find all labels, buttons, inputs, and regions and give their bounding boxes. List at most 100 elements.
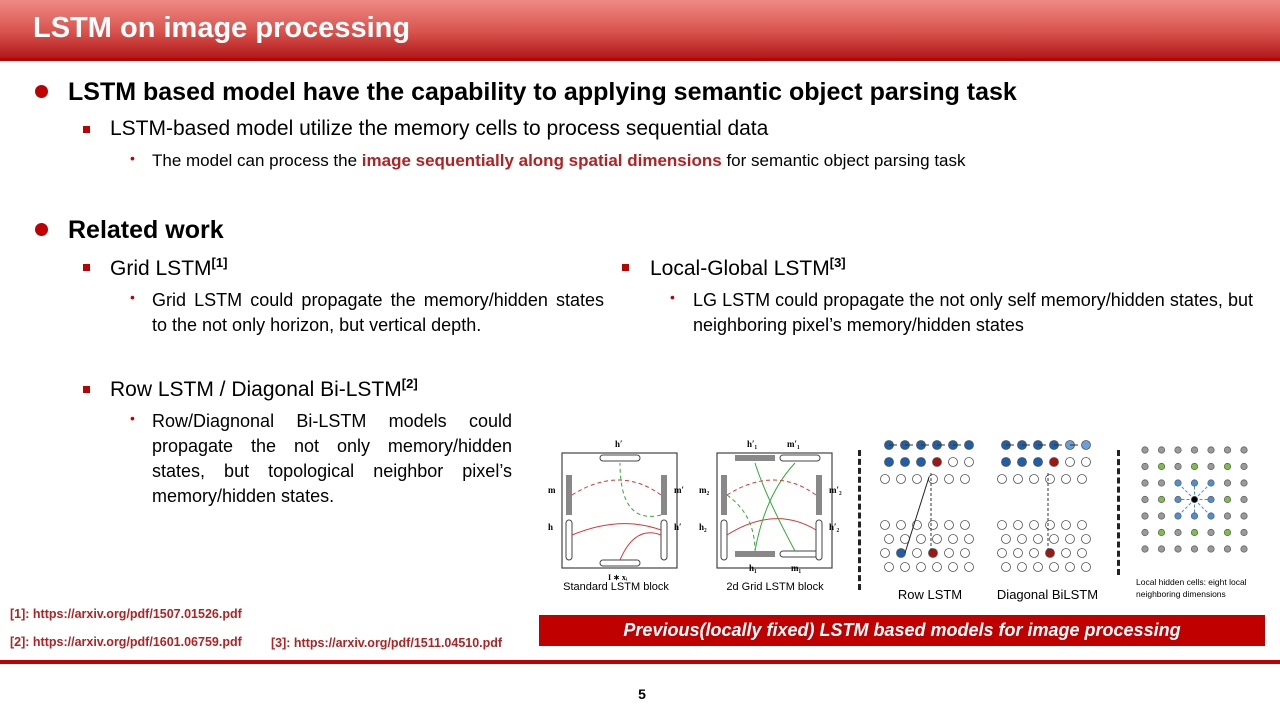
- local-hidden-cell: [1240, 462, 1248, 471]
- local-hidden-cell: [1157, 512, 1166, 520]
- label-m1-prime: m′₁: [787, 439, 800, 449]
- pixel-node: [912, 474, 922, 484]
- grid-lstm-description: Grid LSTM could propagate the memory/hid…: [152, 290, 604, 335]
- bullet-small-dot-icon: •: [130, 289, 135, 305]
- slide-title: LSTM on image processing: [33, 12, 411, 44]
- bullet-square-icon: [83, 126, 90, 133]
- neighbor-link: [1177, 499, 1195, 517]
- pixel-node: [1033, 534, 1043, 544]
- pixel-node: [1033, 457, 1043, 467]
- section2-heading: Related work: [68, 216, 224, 244]
- pixel-node: [960, 520, 970, 530]
- pixel-node: [916, 534, 926, 544]
- local-hidden-cell: [1223, 446, 1232, 454]
- local-hidden-cell: [1157, 479, 1166, 487]
- local-hidden-cell: [1190, 479, 1199, 487]
- standard-memory-right: [661, 475, 667, 515]
- grid-vertical-flow: [754, 462, 796, 552]
- pixel-node: [944, 520, 954, 530]
- local-hidden-cell: [1207, 462, 1215, 471]
- local-hidden-cell: [1207, 446, 1215, 454]
- local-hidden-cell: [1207, 495, 1215, 504]
- pixel-node: [960, 474, 970, 484]
- pixel-node: [896, 520, 906, 530]
- bullet-dot-icon: [35, 223, 48, 236]
- standard-block-frame: [561, 452, 678, 569]
- pixel-node: [1049, 562, 1059, 572]
- pixel-node: [1061, 548, 1071, 558]
- grid-vertical-flow-2: [754, 462, 796, 552]
- local-hidden-cell: [1190, 545, 1199, 553]
- local-hidden-cell: [1223, 479, 1232, 487]
- title-bar: [0, 0, 1280, 58]
- pixel-node: [1029, 474, 1039, 484]
- pixel-node: [997, 520, 1007, 530]
- row-lstm-top-grid: [880, 440, 974, 484]
- grid-block-frame: [716, 452, 833, 569]
- label-m2-prime: m′₂: [829, 485, 842, 495]
- grid-top-memory: [735, 455, 775, 461]
- pixel-node: [960, 548, 970, 558]
- pixel-node: [1013, 520, 1023, 530]
- local-hidden-cell: [1174, 495, 1182, 504]
- bullet-small-dot-icon: •: [130, 150, 135, 166]
- label-h2: h₂: [699, 522, 707, 532]
- grid-lstm-label: Grid LSTM[1]: [110, 255, 227, 281]
- pixel-node: [1017, 562, 1027, 572]
- pixel-node: [1081, 562, 1091, 572]
- pixel-node: [900, 562, 910, 572]
- diagonal-bilstm-caption: Diagonal BiLSTM: [996, 587, 1099, 602]
- pixel-node: [928, 548, 938, 558]
- local-hidden-cell: [1207, 528, 1215, 537]
- grid-bottom-memory: [735, 551, 775, 557]
- local-hidden-cell: [1240, 446, 1248, 454]
- reference-2: [2]: https://arxiv.org/pdf/1601.06759.pd…: [10, 635, 242, 649]
- grid-cross-flow: [726, 494, 756, 552]
- bottom-divider: [0, 660, 1280, 664]
- bullet-small-dot-icon: •: [670, 289, 675, 305]
- diagonal-top-grid: [997, 440, 1091, 484]
- grid-memory-flow: [726, 479, 817, 496]
- lg-lstm-description: LG LSTM could propagate the not only sel…: [693, 290, 1253, 335]
- pixel-node: [1065, 457, 1075, 467]
- pixel-node: [928, 520, 938, 530]
- pixel-node: [1061, 520, 1071, 530]
- pixel-node: [1077, 474, 1087, 484]
- pixel-dependency-line: [904, 476, 930, 554]
- figure-caption-banner: Previous(locally fixed) LSTM based model…: [539, 615, 1265, 646]
- title-divider: [0, 58, 1280, 61]
- pixel-node: [1077, 520, 1087, 530]
- local-hidden-cell: [1223, 545, 1232, 553]
- local-hidden-cell: [1141, 446, 1149, 454]
- pixel-node: [1065, 534, 1075, 544]
- local-hidden-note: Local hidden cells: eight local neighbor…: [1136, 577, 1247, 599]
- pixel-node: [1033, 562, 1043, 572]
- pixel-node: [916, 562, 926, 572]
- local-hidden-cell: [1141, 462, 1149, 471]
- pixel-node: [1081, 534, 1091, 544]
- local-hidden-cell: [1141, 528, 1149, 537]
- local-hidden-cell: [1174, 512, 1182, 520]
- standard-top-cell: [599, 454, 641, 462]
- local-hidden-cell: [1240, 495, 1248, 504]
- figure-separator: [858, 450, 861, 590]
- standard-memory-left: [566, 475, 572, 515]
- bullet-square-icon: [83, 386, 90, 393]
- detail-prefix: The model can process the: [152, 151, 362, 170]
- pixel-node: [1001, 562, 1011, 572]
- bullet-square-icon: [83, 264, 90, 271]
- label-m1: m₁: [791, 563, 801, 573]
- local-hidden-cell: [1141, 545, 1149, 553]
- local-hidden-cell: [1190, 495, 1199, 504]
- pixel-node: [932, 534, 942, 544]
- local-global-diagram: [1141, 446, 1248, 553]
- local-hidden-cell: [1223, 495, 1232, 504]
- grid-lstm-diagram: h′₁ m′₁ m₂ m′₂ h₂ h′₂ h₁ m₁: [699, 439, 842, 573]
- standard-hidden-flow: [571, 523, 662, 536]
- lg-lstm-ref: [3]: [829, 255, 846, 270]
- pixel-node: [997, 548, 1007, 558]
- reference-1: [1]: https://arxiv.org/pdf/1507.01526.pd…: [10, 607, 242, 621]
- row-lstm-name: Row LSTM / Diagonal Bi-LSTM: [110, 378, 402, 401]
- pixel-node: [944, 474, 954, 484]
- row-lstm-label: Row LSTM / Diagonal Bi-LSTM[2]: [110, 376, 418, 402]
